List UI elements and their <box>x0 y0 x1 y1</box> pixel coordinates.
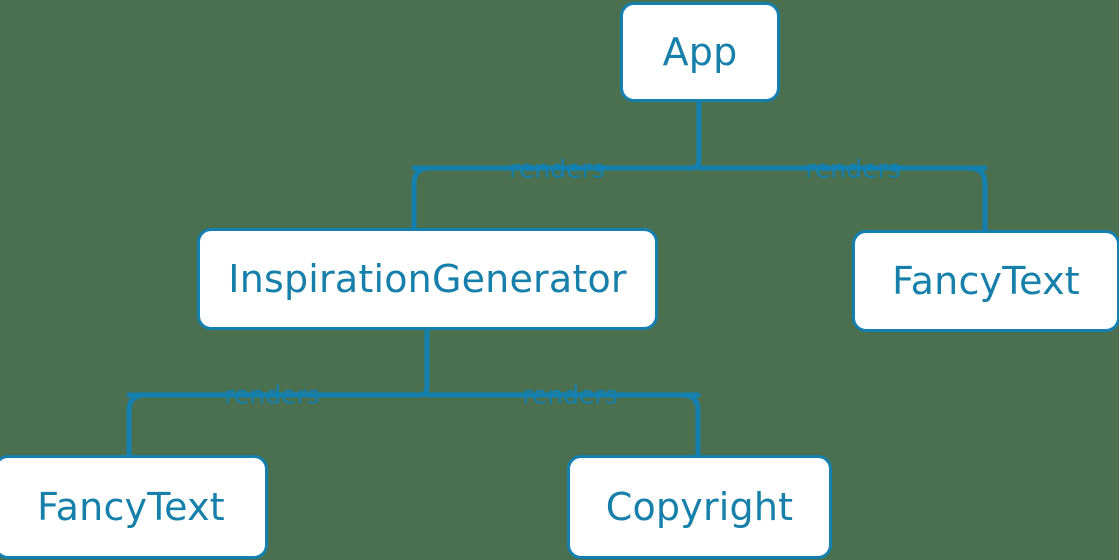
node-app[interactable]: App <box>620 2 780 102</box>
node-inspirationgenerator-label: InspirationGenerator <box>228 257 627 301</box>
edge-app-to-inspirationgenerator <box>411 165 473 231</box>
edge-inspirationgenerator-stem <box>126 327 430 398</box>
edge-inspirationgenerator-to-fancytext-bottom <box>126 392 199 461</box>
node-copyright[interactable]: Copyright <box>567 455 832 559</box>
node-fancytext-bottom-label: FancyText <box>37 485 225 529</box>
edge-label-app-to-fancytext-right: renders <box>805 154 901 184</box>
node-fancytext-right[interactable]: FancyText <box>852 230 1119 332</box>
node-fancytext-bottom[interactable]: FancyText <box>0 455 268 559</box>
node-app-label: App <box>662 30 738 74</box>
edge-app-to-fancytext-right <box>927 165 988 233</box>
node-inspirationgenerator[interactable]: InspirationGenerator <box>197 228 658 330</box>
edge-label-app-to-inspirationgenerator: renders <box>509 154 605 184</box>
edge-label-inspirationgenerator-to-copyright: renders <box>522 380 618 410</box>
node-fancytext-right-label: FancyText <box>892 259 1080 303</box>
node-copyright-label: Copyright <box>605 485 794 529</box>
edge-label-inspirationgenerator-to-fancytext-bottom: renders <box>224 380 320 410</box>
edge-inspirationgenerator-to-copyright <box>642 392 701 461</box>
edge-app-stem <box>411 99 702 171</box>
